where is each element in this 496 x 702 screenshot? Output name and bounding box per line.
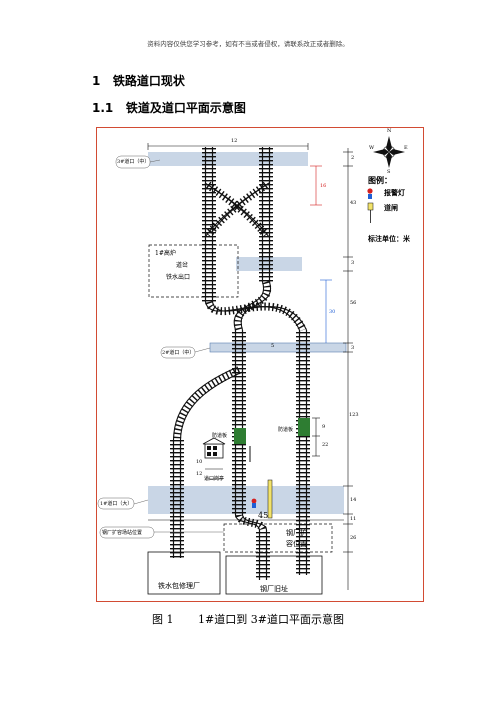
dim-j: 22 xyxy=(322,442,329,448)
repair-shop-label: 铁水包修理厂 xyxy=(158,582,200,590)
crossing-1-label: 1#道口（大） xyxy=(100,501,133,507)
dim-g: 3 xyxy=(351,345,355,351)
dim-f: 30 xyxy=(329,309,336,315)
dim-l: 11 xyxy=(350,516,357,522)
signal-post-right xyxy=(298,418,310,436)
dim-h: 123 xyxy=(349,412,359,418)
section-heading: 1 铁路道口现状 xyxy=(92,72,185,89)
track-curve-pair xyxy=(204,280,308,332)
legend-title: 图例： xyxy=(368,175,392,185)
signal-post-a-label: 防道板 xyxy=(212,433,228,439)
subsection-heading: 1.1 铁道及道口平面示意图 xyxy=(92,99,246,116)
dim-top-width: 12 xyxy=(231,138,238,144)
dim-k: 14 xyxy=(350,497,357,503)
dim-n: 10 xyxy=(196,459,203,465)
repair-shop-box xyxy=(147,551,221,595)
furnace-label-2: 道岔 xyxy=(176,262,189,269)
figure-frame xyxy=(96,127,424,602)
expansion-area-label-2: 容位置 xyxy=(286,540,307,548)
legend-alarm-icon xyxy=(367,188,373,199)
furnace-label-3: 铁水出口 xyxy=(166,274,191,281)
legend-alarm-label: 报警灯 xyxy=(384,188,405,197)
road-band-3 xyxy=(148,152,308,166)
track-right-lower xyxy=(296,330,310,575)
compass-s: S xyxy=(387,169,391,175)
caption-text: 1#道口到 3#道口平面示意图 xyxy=(198,613,344,626)
callout-1 xyxy=(97,497,135,510)
dim-b: 16 xyxy=(320,183,327,189)
track-middle xyxy=(232,330,246,515)
expansion-callout-label: 钢厂扩容场站位置 xyxy=(102,530,143,536)
figure-caption: 图 1 1#道口到 3#道口平面示意图 xyxy=(0,611,496,627)
legend-barrier-label: 道闸 xyxy=(384,203,398,212)
alarm-light-crossing-1 xyxy=(251,498,257,508)
header-note: 资料内容仅供您学习参考，如有不当或者侵权，请联系改正或者删除。 xyxy=(147,40,349,48)
dim-m: 26 xyxy=(350,535,357,541)
dim-mid-width: 5 xyxy=(271,343,275,349)
dimension-lines-colored xyxy=(310,165,332,343)
compass-n: N xyxy=(387,128,392,134)
subsection-number: 1.1 xyxy=(92,101,114,115)
subsection-title: 铁道及道口平面示意图 xyxy=(125,101,246,115)
track-crossover xyxy=(204,181,270,238)
guard-booth xyxy=(202,437,226,459)
guard-box-label: 道口岗亭 xyxy=(204,476,225,482)
caption-label: 图 1 xyxy=(152,613,174,626)
road-band-2 xyxy=(209,342,347,353)
old-site-box xyxy=(225,555,323,595)
signal-post-left xyxy=(234,428,246,444)
dimension-lines xyxy=(147,143,353,590)
dim-c: 43 xyxy=(350,200,357,206)
dim-i: 9 xyxy=(322,424,326,430)
callout-2 xyxy=(160,346,196,359)
track-left-lower xyxy=(170,440,184,558)
compass-e: E xyxy=(404,145,408,151)
furnace-label-1: 1#高炉 xyxy=(155,250,176,257)
legend-unit-note: 标注单位：米 xyxy=(368,234,410,243)
barrier-crossing-1 xyxy=(267,479,273,519)
furnace-box xyxy=(148,244,239,298)
compass-rose xyxy=(373,136,405,168)
old-site-label: 钢厂旧址 xyxy=(260,585,288,593)
section-title: 铁路道口现状 xyxy=(112,74,185,88)
crossing-3-label: 3#道口（中） xyxy=(117,159,150,165)
track-spur-curve xyxy=(234,513,268,532)
dim-o: 12 xyxy=(196,471,203,477)
dim-p: 45 xyxy=(258,511,269,520)
signal-post-b-label: 防道板 xyxy=(278,427,294,433)
legend-barrier-icon xyxy=(367,202,374,211)
dim-e: 56 xyxy=(350,300,357,306)
compass-w: W xyxy=(369,145,375,151)
dim-a: 2 xyxy=(351,155,355,161)
expansion-box xyxy=(223,523,333,553)
track-arc-left xyxy=(172,366,243,441)
track-right-upper xyxy=(259,147,273,282)
callout-expansion xyxy=(99,526,155,539)
expansion-area-label-1: 钢厂扩 xyxy=(286,529,307,537)
section-number: 1 xyxy=(92,74,101,88)
crossing-2-label: 2#道口（中） xyxy=(162,350,195,356)
track-bottom-spur xyxy=(256,530,270,580)
dim-d: 3 xyxy=(351,260,355,266)
